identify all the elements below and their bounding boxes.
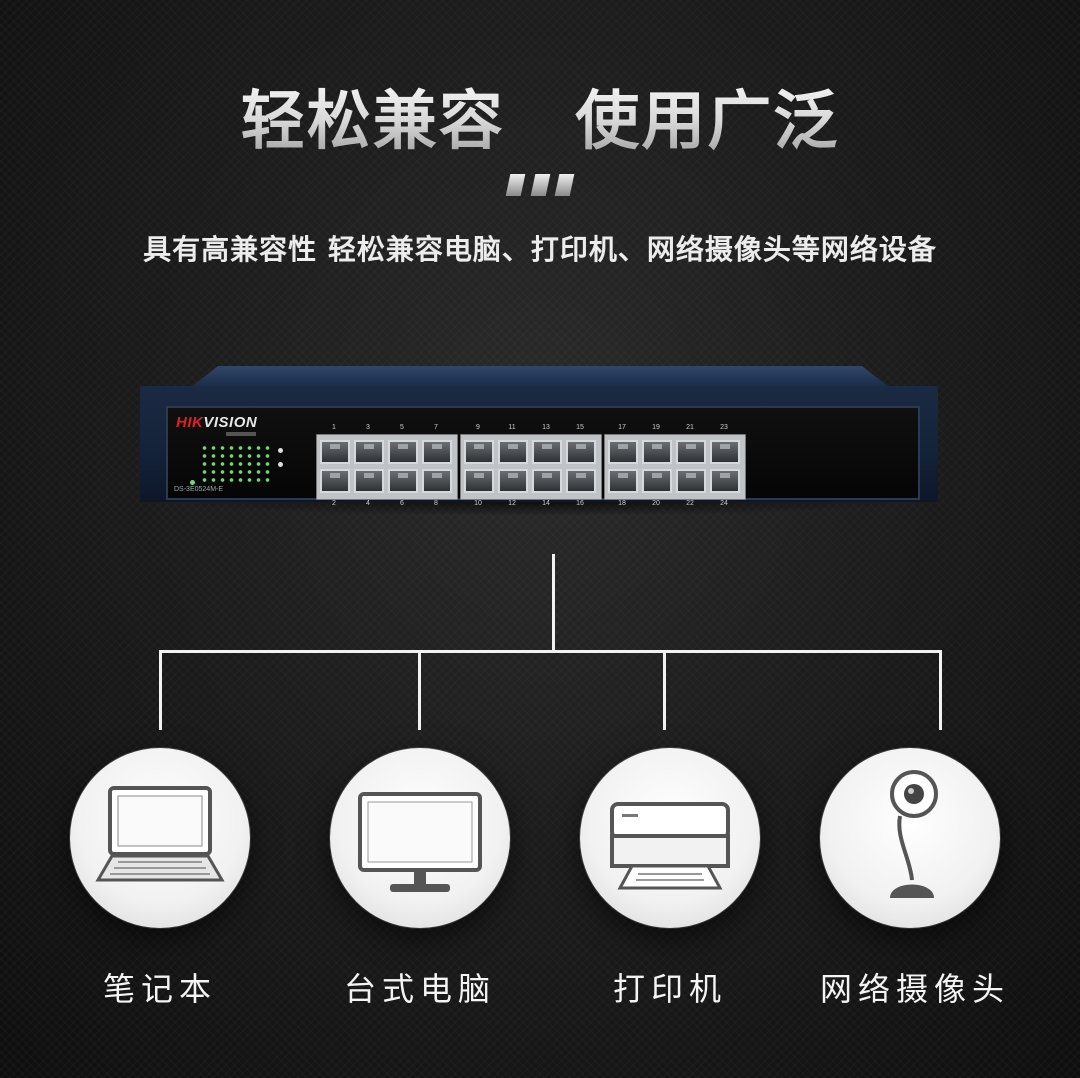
ethernet-port-4	[354, 469, 384, 493]
port-number-label: 11	[508, 424, 516, 431]
port-number-label: 22	[686, 500, 694, 507]
ethernet-port-11	[498, 440, 528, 464]
port-group	[316, 434, 458, 500]
ethernet-port-2	[320, 469, 350, 493]
brand-logo: HIKVISION	[176, 414, 258, 431]
port-number-label: 21	[686, 424, 694, 431]
device-label-desktop: 台式电脑	[343, 970, 496, 1008]
decorative-divider	[505, 174, 575, 196]
ethernet-port-1	[320, 440, 350, 464]
port-number-label: 1	[332, 424, 336, 431]
port-number-label: 18	[618, 500, 626, 507]
monitor-icon	[358, 792, 482, 892]
ethernet-port-7	[422, 440, 452, 464]
ethernet-port-10	[464, 469, 494, 493]
ethernet-port-14	[532, 469, 562, 493]
port-number-label: 9	[476, 424, 480, 431]
port-number-label: 15	[576, 424, 584, 431]
device-label-printer: 打印机	[612, 970, 727, 1008]
ethernet-port-9	[464, 440, 494, 464]
ethernet-port-18	[608, 469, 638, 493]
port-group	[460, 434, 602, 500]
device-printer	[580, 748, 760, 928]
device-webcam	[820, 748, 1000, 928]
port-group	[604, 434, 746, 500]
title-part-1: 轻松兼容	[240, 85, 505, 159]
port-number-label: 23	[720, 424, 728, 431]
ethernet-port-6	[388, 469, 418, 493]
status-leds	[200, 444, 270, 484]
page-title: 轻松兼容 使用广泛	[0, 70, 1080, 162]
printer-icon	[610, 802, 730, 890]
port-number-label: 24	[720, 500, 728, 507]
port-number-label: 12	[508, 500, 516, 507]
port-number-label: 7	[434, 424, 438, 431]
ethernet-port-5	[388, 440, 418, 464]
port-number-label: 17	[618, 424, 626, 431]
ethernet-port-21	[676, 440, 706, 464]
power-led	[190, 480, 195, 485]
ethernet-port-19	[642, 440, 672, 464]
connector-branch-webcam	[939, 650, 942, 730]
subtitle: 具有高兼容性 轻松兼容电脑、打印机、网络摄像头等网络设备	[143, 233, 937, 266]
webcam-icon	[890, 770, 938, 898]
ethernet-port-15	[566, 440, 596, 464]
laptop-icon	[95, 786, 225, 882]
ethernet-port-16	[566, 469, 596, 493]
port-number-label: 19	[652, 424, 660, 431]
port-number-label: 20	[652, 500, 660, 507]
ethernet-port-17	[608, 440, 638, 464]
ethernet-port-13	[532, 440, 562, 464]
connector-branch-laptop	[159, 650, 162, 730]
port-number-label: 4	[366, 500, 370, 507]
connector-bar	[159, 650, 942, 653]
ethernet-port-23	[710, 440, 740, 464]
model-number: DS-3E0524M-E	[174, 486, 224, 493]
port-number-label: 6	[400, 500, 404, 507]
ethernet-port-20	[642, 469, 672, 493]
ethernet-port-8	[422, 469, 452, 493]
ethernet-port-22	[676, 469, 706, 493]
port-number-label: 8	[434, 500, 438, 507]
port-number-label: 14	[542, 500, 550, 507]
port-number-label: 5	[400, 424, 404, 431]
device-desktop	[330, 748, 510, 928]
port-number-label: 16	[576, 500, 584, 507]
port-number-label: 3	[366, 424, 370, 431]
title-part-2: 使用广泛	[575, 85, 840, 159]
device-label-webcam: 网络摄像头	[819, 970, 1010, 1008]
connector-branch-printer	[663, 650, 666, 730]
port-number-label: 10	[474, 500, 482, 507]
ethernet-port-3	[354, 440, 384, 464]
port-number-label: 2	[332, 500, 336, 507]
connector-branch-desktop	[418, 650, 421, 730]
mode-indicators	[278, 448, 283, 476]
connector-trunk	[552, 554, 555, 652]
ethernet-port-12	[498, 469, 528, 493]
device-label-laptop: 笔记本	[102, 970, 217, 1008]
ethernet-port-24	[710, 469, 740, 493]
port-number-label: 13	[542, 424, 550, 431]
switch-top-cover	[190, 366, 890, 388]
device-laptop	[70, 748, 250, 928]
